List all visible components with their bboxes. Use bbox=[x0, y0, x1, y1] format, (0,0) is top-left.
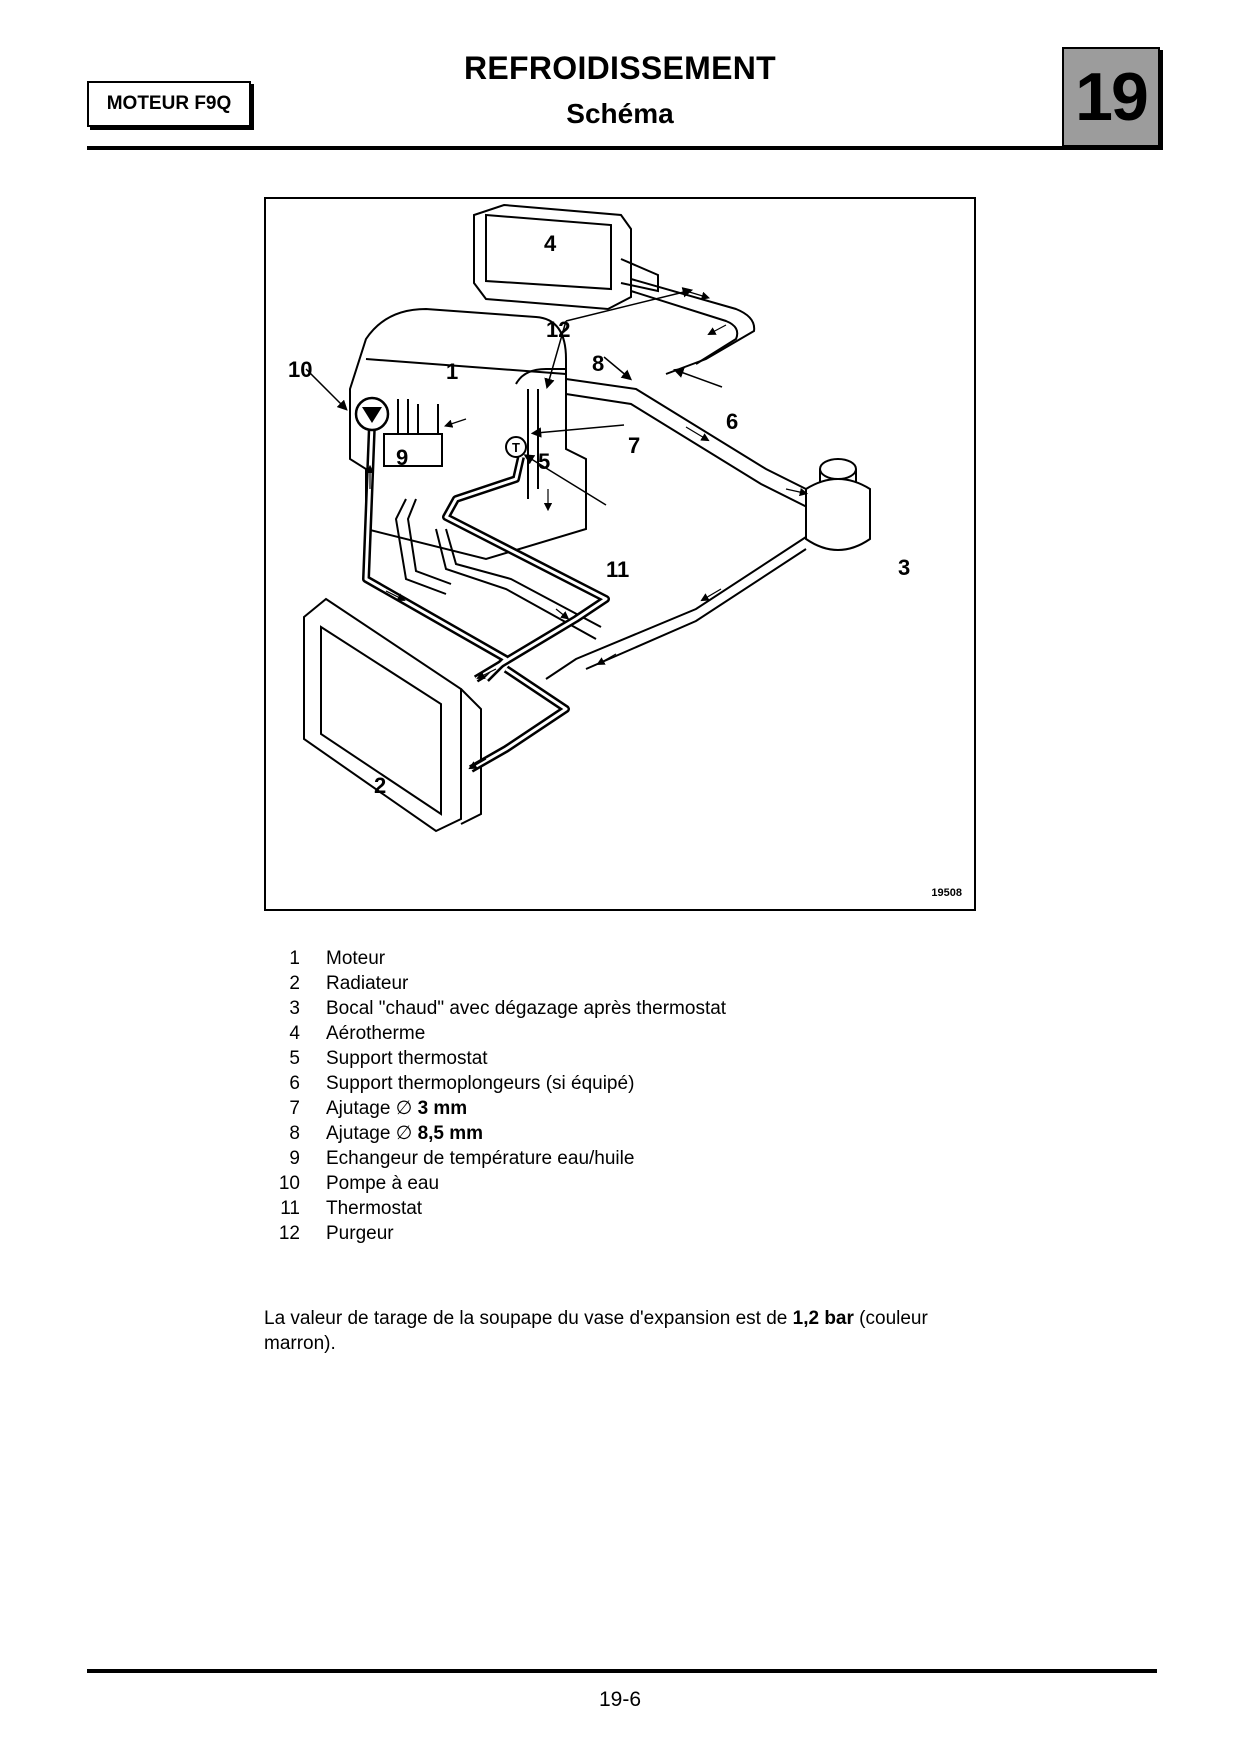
section-number: 19 bbox=[1062, 47, 1160, 147]
callout-4: 4 bbox=[544, 231, 557, 256]
legend-number: 5 bbox=[289, 1048, 300, 1069]
legend-text: Aérotherme bbox=[326, 1023, 426, 1044]
footer-rule bbox=[87, 1669, 1157, 1673]
legend-text: Ajutage ∅ 8,5 mm bbox=[326, 1123, 484, 1144]
engine-label: MOTEUR F9Q bbox=[87, 81, 251, 127]
legend-text: Radiateur bbox=[326, 973, 409, 994]
legend-number: 8 bbox=[289, 1123, 300, 1144]
legend-item: 4 Aérotherme bbox=[270, 1021, 970, 1046]
legend-number: 2 bbox=[289, 973, 300, 994]
legend-text: Purgeur bbox=[326, 1223, 394, 1244]
legend-text: Bocal "chaud" avec dégazage après thermo… bbox=[326, 998, 727, 1019]
callout-3: 3 bbox=[898, 555, 910, 580]
legend-item: 8 Ajutage ∅ 8,5 mm bbox=[270, 1121, 970, 1146]
legend-text: Echangeur de température eau/huile bbox=[326, 1148, 635, 1169]
legend-number: 4 bbox=[289, 1023, 300, 1044]
legend-item: 9 Echangeur de température eau/huile bbox=[270, 1146, 970, 1171]
expansion-bottle-shape bbox=[805, 478, 871, 551]
callout-10: 10 bbox=[288, 357, 312, 382]
legend-text: Pompe à eau bbox=[326, 1173, 440, 1194]
callout-1: 1 bbox=[446, 359, 458, 384]
legend-number: 10 bbox=[278, 1173, 300, 1194]
page-number: 19-6 bbox=[598, 1688, 642, 1711]
figure-reference: 19508 bbox=[931, 887, 962, 899]
page-title: REFROIDISSEMENT bbox=[463, 50, 777, 86]
callout-12: 12 bbox=[546, 317, 570, 342]
page-subtitle: Schéma bbox=[566, 98, 674, 129]
legend-number: 9 bbox=[289, 1148, 300, 1169]
legend-item: 11 Thermostat bbox=[270, 1196, 970, 1221]
thermostat-symbol bbox=[505, 436, 527, 458]
cooling-diagram: T 4 12 8 1 10 6 7 5 9 11 3 2 19508 bbox=[264, 197, 976, 911]
legend-number: 11 bbox=[280, 1198, 300, 1219]
legend-item: 6 Support thermoplongeurs (si équipé) bbox=[270, 1071, 970, 1096]
legend-list: 1 Moteur 2 Radiateur 3 Bocal "chaud" avec d… bbox=[270, 946, 970, 1246]
callout-11: 11 bbox=[606, 557, 629, 582]
legend-text: Ajutage ∅ 3 mm bbox=[326, 1098, 468, 1119]
legend-number: 6 bbox=[289, 1073, 300, 1094]
legend-item: 7 Ajutage ∅ 3 mm bbox=[270, 1096, 970, 1121]
legend-item: 5 Support thermostat bbox=[270, 1046, 970, 1071]
callout-9: 9 bbox=[396, 445, 408, 470]
legend-number: 12 bbox=[278, 1223, 300, 1244]
valve-note: La valeur de tarage de la soupape du vas… bbox=[264, 1308, 928, 1354]
callout-7: 7 bbox=[628, 433, 640, 458]
legend-number: 7 bbox=[289, 1098, 300, 1119]
legend-text: Support thermostat bbox=[326, 1048, 488, 1069]
legend-item: 1 Moteur bbox=[270, 946, 970, 971]
diagram-drawing: T 4 12 8 1 10 6 7 5 9 11 3 2 bbox=[288, 203, 910, 833]
radiator-shape bbox=[303, 597, 462, 833]
callout-2: 2 bbox=[374, 773, 386, 798]
callout-6: 6 bbox=[726, 409, 738, 434]
header-rule bbox=[87, 146, 1157, 150]
legend-number: 3 bbox=[289, 998, 300, 1019]
legend-item: 2 Radiateur bbox=[270, 971, 970, 996]
legend-text: Moteur bbox=[326, 948, 386, 969]
callout-8: 8 bbox=[592, 351, 604, 376]
thermostat-mark: T bbox=[512, 440, 520, 455]
valve-pressure: 1,2 bar bbox=[792, 1308, 854, 1329]
legend-item: 3 Bocal "chaud" avec dégazage après therm… bbox=[270, 996, 970, 1021]
legend-text: Support thermoplongeurs (si équipé) bbox=[326, 1073, 635, 1094]
legend-text: Thermostat bbox=[326, 1198, 423, 1219]
legend-number: 1 bbox=[289, 948, 300, 969]
callout-5: 5 bbox=[538, 449, 550, 474]
legend-item: 10 Pompe à eau bbox=[270, 1171, 970, 1196]
legend-item: 12 Purgeur bbox=[270, 1221, 970, 1246]
